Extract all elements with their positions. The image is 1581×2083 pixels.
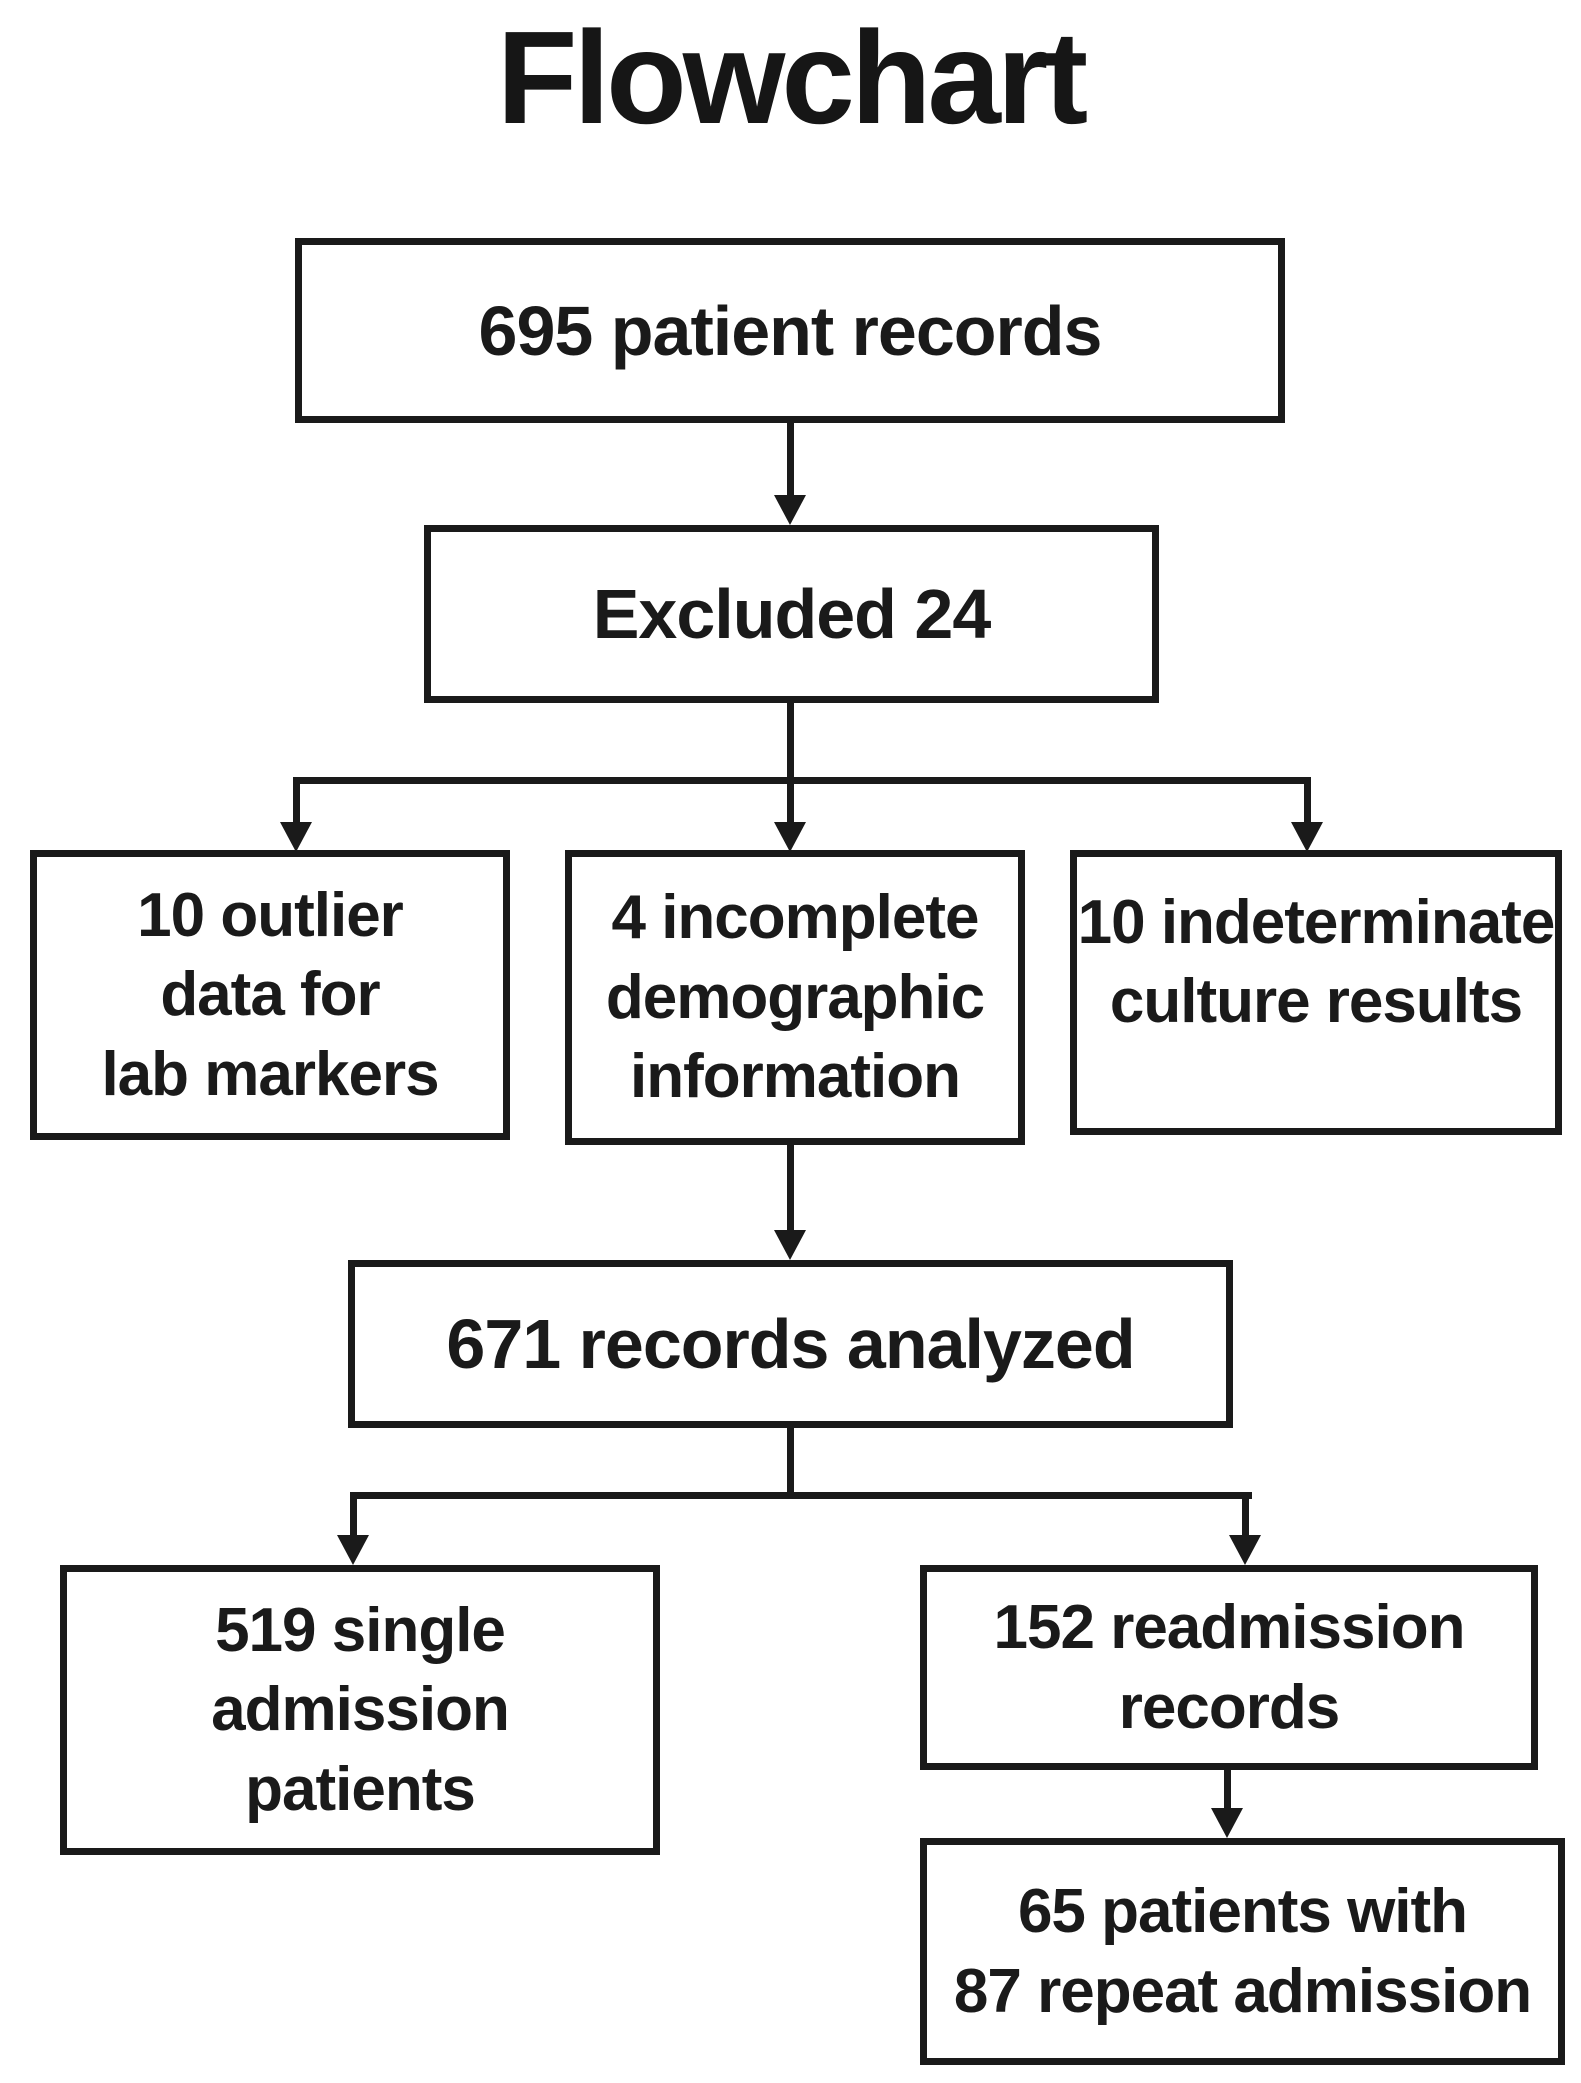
node-repeat-admission-line2: 87 repeat admission [953, 1956, 1532, 2026]
arrowhead-into-analyzed-icon [774, 1230, 806, 1260]
edge-demographic-to-analyzed [787, 1140, 794, 1237]
arrowhead-into-outlier-icon [280, 822, 312, 852]
node-excluded-label: Excluded 24 [592, 575, 992, 653]
node-outlier-line3: lab markers [101, 1039, 439, 1109]
arrowhead-into-excluded-icon [774, 495, 806, 525]
node-outlier-line1: 10 outlier [137, 880, 404, 950]
arrowhead-into-culture-icon [1291, 822, 1323, 852]
node-demographic-line2: demographic [605, 962, 985, 1032]
node-readmission-label: 152 readmission records [993, 1588, 1466, 1747]
node-demographic-line1: 4 incomplete [611, 883, 979, 953]
node-outlier-line2: data for [160, 960, 380, 1030]
edge-drop-to-demographic [787, 777, 794, 832]
node-single-admission-label: 519 single admission patients [211, 1591, 510, 1829]
edge-drop-to-readmission [1242, 1492, 1249, 1542]
edge-records-to-excluded [787, 423, 794, 503]
node-repeat-admission-line1: 65 patients with [1017, 1877, 1468, 1947]
arrowhead-into-single-icon [337, 1535, 369, 1565]
node-single-admission: 519 single admission patients [60, 1565, 660, 1855]
page-title: Flowchart [496, 4, 1088, 151]
edge-drop-to-single [350, 1492, 357, 1542]
node-single-admission-line2: admission [211, 1675, 510, 1745]
node-culture-label: 10 indeterminate culture results [1077, 883, 1556, 1042]
node-repeat-admission-label: 65 patients with 87 repeat admission [953, 1872, 1532, 2031]
node-readmission-line1: 152 readmission [993, 1593, 1466, 1663]
node-single-admission-line1: 519 single [215, 1595, 506, 1665]
node-analyzed-label: 671 records analyzed [446, 1305, 1135, 1383]
edge-drop-to-culture [1304, 777, 1311, 832]
edge-analyzed-stem [787, 1425, 794, 1499]
node-culture-line1: 10 indeterminate [1077, 888, 1556, 957]
edge-excluded-stem [787, 698, 794, 784]
node-demographic: 4 incomplete demographic information [565, 850, 1025, 1145]
node-patient-records: 695 patient records [295, 238, 1285, 423]
node-single-admission-line3: patients [245, 1754, 476, 1824]
node-analyzed: 671 records analyzed [348, 1260, 1233, 1428]
arrowhead-into-repeat-icon [1211, 1808, 1243, 1838]
node-demographic-label: 4 incomplete demographic information [605, 878, 985, 1116]
arrowhead-into-demographic-icon [774, 822, 806, 852]
node-excluded: Excluded 24 [424, 525, 1159, 703]
arrowhead-into-readmission-icon [1229, 1535, 1261, 1565]
node-culture: 10 indeterminate culture results [1070, 850, 1562, 1135]
node-repeat-admission: 65 patients with 87 repeat admission [920, 1838, 1565, 2065]
node-culture-line2: culture results [1109, 967, 1523, 1037]
node-readmission: 152 readmission records [920, 1565, 1538, 1770]
edge-split-two-bar [350, 1492, 1252, 1499]
edge-readmission-to-repeat [1224, 1768, 1231, 1816]
node-readmission-line2: records [1118, 1672, 1340, 1742]
edge-drop-to-outlier [293, 777, 300, 832]
node-patient-records-label: 695 patient records [478, 291, 1103, 370]
edge-split-three-bar [293, 777, 1311, 784]
node-outlier: 10 outlier data for lab markers [30, 850, 510, 1140]
node-outlier-label: 10 outlier data for lab markers [101, 876, 439, 1114]
node-demographic-line3: information [630, 1042, 961, 1112]
